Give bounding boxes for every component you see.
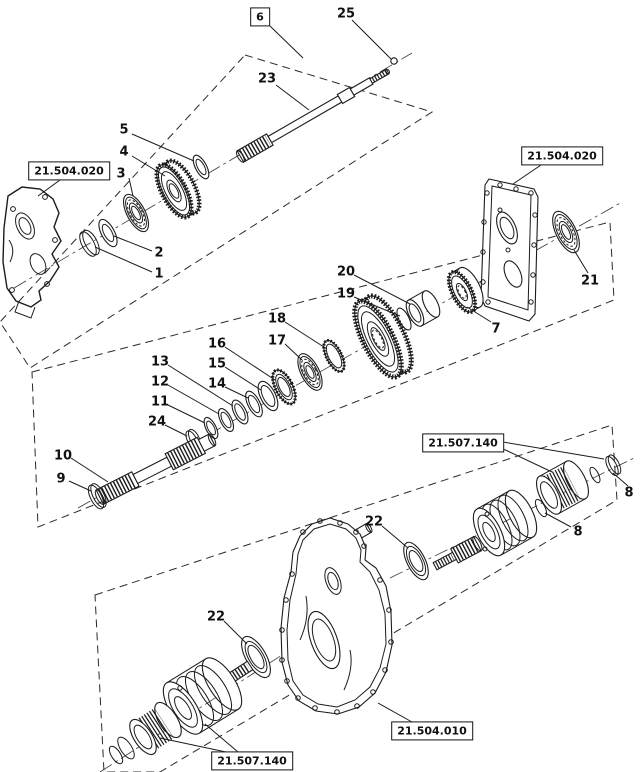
bearing-21 <box>552 210 580 254</box>
output-shaft-stub <box>432 535 483 571</box>
washer-2 <box>98 218 118 248</box>
refbox-21-504-020-left[interactable]: 21.504.020 <box>28 161 110 181</box>
callout-box-6[interactable]: 6 <box>250 7 270 27</box>
callout-9: 9 <box>56 471 66 487</box>
center-housing <box>279 517 394 715</box>
callout-5: 5 <box>119 122 129 138</box>
callout-8-inner: 8 <box>573 524 583 540</box>
synchro-hub-16 <box>271 368 297 406</box>
refbox-21-507-140-bottom[interactable]: 21.507.140 <box>211 751 293 771</box>
input-shaft-23 <box>235 68 391 163</box>
callout-18: 18 <box>267 311 287 327</box>
detent-ball-25 <box>390 57 398 65</box>
callout-2: 2 <box>154 245 164 261</box>
main-shaft-10 <box>94 433 217 506</box>
callout-22-right: 22 <box>364 514 384 530</box>
knurled-hub <box>129 701 182 756</box>
callout-16: 16 <box>207 336 227 352</box>
leader-lines <box>37 19 629 753</box>
snap-ring-9 <box>87 483 107 510</box>
front-cover-housing <box>2 186 62 319</box>
callout-21: 21 <box>580 273 600 289</box>
ring-14 <box>245 390 263 418</box>
refbox-21-504-010-bottom[interactable]: 21.504.010 <box>391 721 473 741</box>
snap-ring-1 <box>79 229 100 257</box>
snap-ring-8-inner <box>534 498 548 518</box>
callout-8-outer: 8 <box>624 485 634 501</box>
refbox-21-507-140-right[interactable]: 21.507.140 <box>422 433 504 453</box>
callout-3: 3 <box>116 166 126 182</box>
ring-12 <box>217 408 235 432</box>
callout-24: 24 <box>147 414 167 430</box>
end-rings <box>108 736 135 765</box>
callout-22-left: 22 <box>206 609 226 625</box>
callout-12: 12 <box>150 374 170 390</box>
clutch-pack-assembly <box>472 489 538 557</box>
callout-7: 7 <box>491 321 501 337</box>
callout-15: 15 <box>207 356 227 372</box>
callout-17: 17 <box>267 333 287 349</box>
clutch-drum-knurled <box>535 460 590 515</box>
gear-4 <box>154 158 202 220</box>
snap-ring-8-outer <box>605 454 622 477</box>
washer-5 <box>192 154 210 180</box>
callout-20: 20 <box>336 264 356 280</box>
gear-19 <box>352 293 414 380</box>
callout-10: 10 <box>53 448 73 464</box>
spring-washer <box>589 466 601 484</box>
gear-7 <box>446 266 484 315</box>
callout-19: 19 <box>336 286 356 302</box>
synchro-ring-18 <box>322 338 346 374</box>
callout-23: 23 <box>257 71 277 87</box>
ring-13 <box>231 399 249 425</box>
synchro-ring-15 <box>257 380 279 412</box>
seal-ring-22-right <box>403 541 429 581</box>
callout-11: 11 <box>150 394 170 410</box>
callout-1: 1 <box>154 266 164 282</box>
callout-25: 25 <box>336 6 356 22</box>
callout-14: 14 <box>207 376 227 392</box>
clutch-housing-assembly <box>162 657 254 735</box>
refbox-21-504-020-right[interactable]: 21.504.020 <box>521 146 603 166</box>
bearing-3 <box>122 193 150 233</box>
bushing-20 <box>405 290 441 327</box>
rear-plate-housing <box>480 178 539 322</box>
callout-4: 4 <box>119 144 129 160</box>
ring-11 <box>203 416 219 440</box>
bearing-17 <box>297 353 323 391</box>
callout-13: 13 <box>150 354 170 370</box>
